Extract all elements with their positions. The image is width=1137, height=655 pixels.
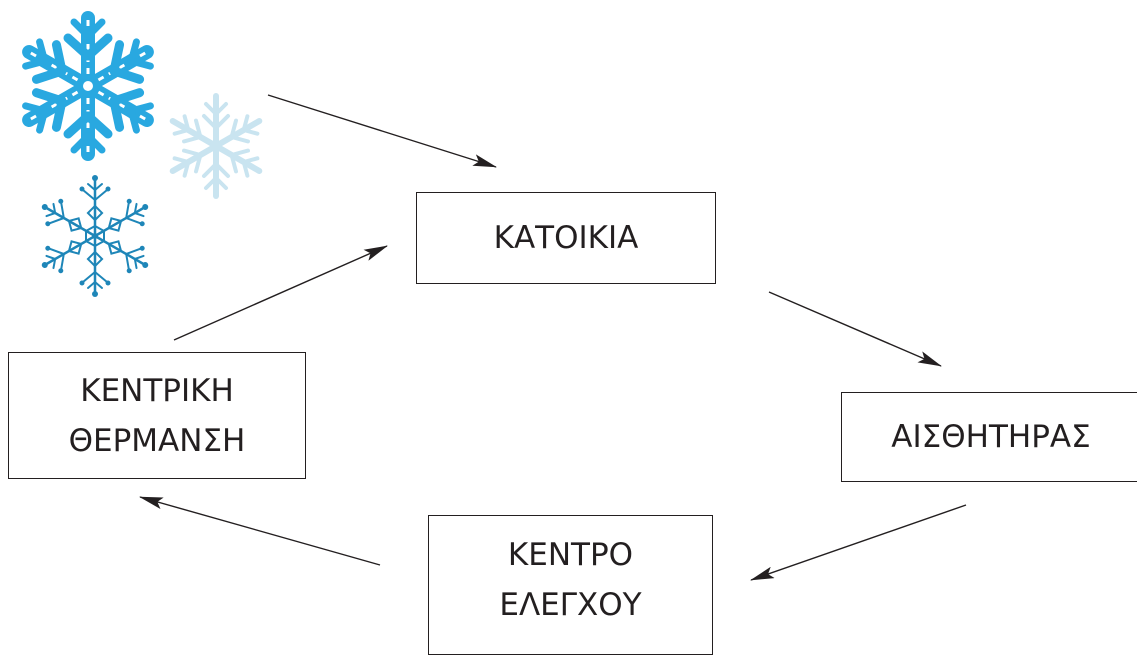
arrow-kentriki-to-katoikia — [173, 245, 388, 341]
node-kentro-elegxou: ΚΕΝΤΡΟ ΕΛΕΓΧΟΥ — [428, 515, 713, 655]
node-kentro-elegxou-line-1: ΚΕΝΤΡΟ — [507, 537, 634, 573]
node-aisthitiras: ΑΙΣΘΗΤΗΡΑΣ — [841, 392, 1137, 482]
node-kentro-elegxou-line-2: ΕΛΕΓΧΟΥ — [499, 587, 642, 623]
node-kentriki-thermansi-line-2: ΘΕΡΜΑΝΣΗ — [68, 422, 246, 459]
arrow-kentro-to-kentriki — [139, 496, 381, 566]
node-katoikia-label: ΚΑΤΟΙΚΙΑ — [493, 220, 639, 256]
node-kentriki-thermansi: ΚΕΝΤΡΙΚΗ ΘΕΡΜΑΝΣΗ — [8, 352, 306, 479]
pale-snowflake-icon — [167, 96, 266, 196]
ornate-snowflake-icon — [33, 173, 157, 299]
node-katoikia: ΚΑΤΟΙΚΙΑ — [416, 192, 716, 284]
arrow-snowflakes-to-katoikia — [267, 94, 497, 168]
snowflakes-cluster — [0, 0, 300, 299]
arrow-katoikia-to-aisthitiras — [768, 291, 942, 367]
node-aisthitiras-label: ΑΙΣΘΗΤΗΡΑΣ — [891, 419, 1091, 455]
node-kentriki-thermansi-line-1: ΚΕΝΤΡΙΚΗ — [80, 372, 234, 409]
large-snowflake-icon — [19, 18, 157, 154]
arrows-layer — [139, 94, 967, 581]
arrow-aisthitiras-to-kentro — [750, 504, 967, 581]
